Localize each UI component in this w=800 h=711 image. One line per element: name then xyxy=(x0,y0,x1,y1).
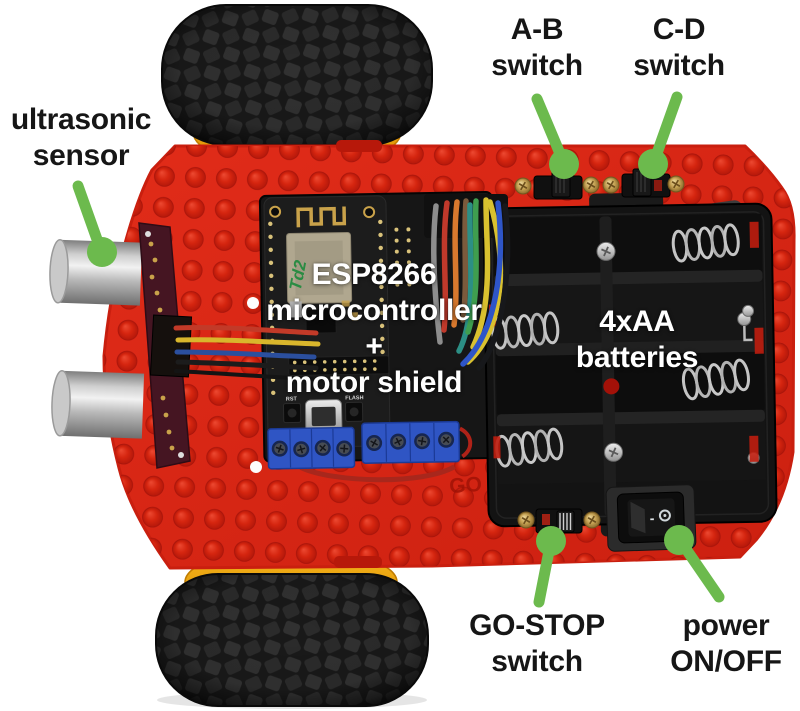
terminal-block-right xyxy=(361,420,461,464)
label-batteries: 4xAA batteries xyxy=(575,304,699,376)
sensor-wires xyxy=(173,324,321,381)
label-line: switch xyxy=(491,645,583,678)
label-ab-switch: A-B switch xyxy=(491,12,583,84)
plate-top-notch xyxy=(336,140,382,152)
battery-red-dot xyxy=(603,378,620,395)
pointer-gostop-switch xyxy=(533,526,566,608)
label-line: motor shield xyxy=(285,366,463,399)
shield-red-wire xyxy=(299,464,456,483)
terminal-block-left xyxy=(267,426,356,470)
plate-hole xyxy=(247,297,259,309)
label-line: + xyxy=(365,330,383,363)
label-line: C-D xyxy=(652,13,706,46)
esp12-module xyxy=(286,231,353,304)
label-line: switch xyxy=(633,49,725,82)
power-off-mark xyxy=(658,509,671,522)
ultrasonic-solder-pads xyxy=(148,241,175,451)
label-line: 4xAA xyxy=(599,305,675,338)
esp8266-motor-shield-board: Td2 RST FLASH xyxy=(258,191,498,483)
label-power-onoff: power ON/OFF xyxy=(670,608,782,680)
pointer-power-switch xyxy=(664,525,725,603)
rst-label: RST xyxy=(286,396,298,402)
jumper-wire-bundle xyxy=(424,194,511,371)
label-line: switch xyxy=(491,49,583,82)
label-line: batteries xyxy=(575,341,699,374)
pointer-ab-switch xyxy=(531,93,579,179)
pointer-ultrasonic xyxy=(72,180,117,267)
label-line: ultrasonic xyxy=(10,103,152,136)
ultrasonic-transducer xyxy=(57,370,145,439)
esp-chip xyxy=(305,308,337,334)
plate-hole xyxy=(250,461,262,473)
power-on-mark: - xyxy=(649,510,655,526)
battery-screw xyxy=(595,241,617,262)
ultrasonic-sensor xyxy=(49,222,193,469)
label-line: A-B xyxy=(510,13,564,46)
label-cd-switch: C-D switch xyxy=(633,12,725,84)
ultrasonic-connector xyxy=(149,314,193,378)
plate-embossed-text: GO xyxy=(448,473,482,498)
label-line: sensor xyxy=(32,139,130,172)
label-line: GO-STOP xyxy=(469,609,605,642)
battery-screw xyxy=(603,442,624,463)
label-line: ESP8266 xyxy=(311,258,437,291)
pointer-cd-switch xyxy=(638,91,683,179)
ultrasonic-transducer xyxy=(55,239,143,306)
plate-bottom-notch xyxy=(334,556,382,568)
gostop-switch-knob xyxy=(556,510,575,533)
wifi-antenna-trace xyxy=(296,206,347,228)
label-line: ON/OFF xyxy=(670,645,782,678)
top-wheel xyxy=(161,4,433,169)
label-gostop-switch: GO-STOP switch xyxy=(469,608,605,680)
label-ultrasonic-sensor: ultrasonic sensor xyxy=(10,102,152,174)
flash-label: FLASH xyxy=(345,395,363,401)
label-line: power xyxy=(682,609,770,642)
label-line: microcontroller xyxy=(266,294,482,327)
label-esp8266-motor-shield: ESP8266 microcontroller + motor shield xyxy=(266,257,482,401)
bottom-wheel xyxy=(155,547,429,709)
